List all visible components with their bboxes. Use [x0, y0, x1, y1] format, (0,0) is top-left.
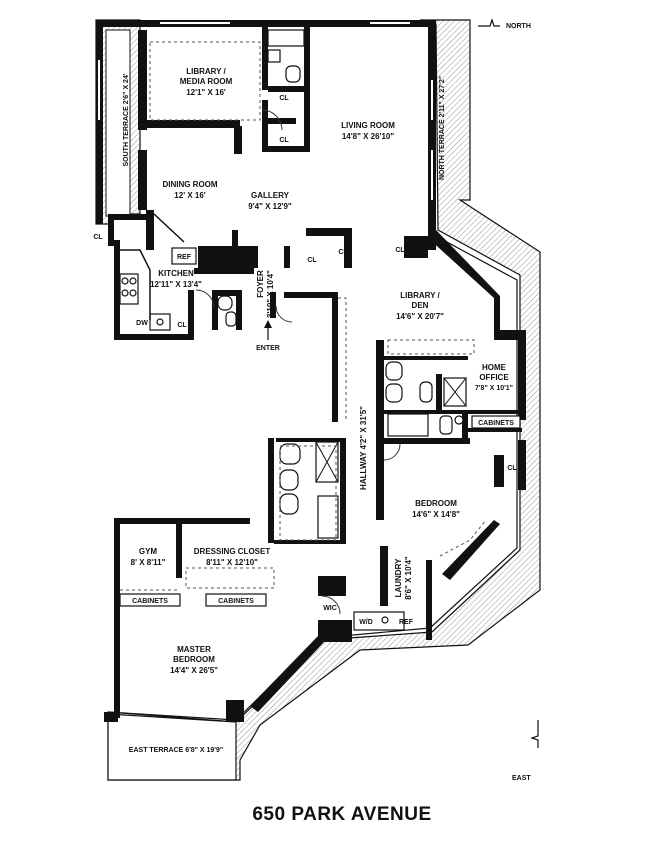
interior-walls — [146, 24, 522, 444]
library-media-dims: 12'1" X 16' — [186, 88, 226, 97]
library-den-label-2: DEN — [412, 301, 429, 310]
cl-label: CL — [231, 257, 241, 264]
gallery-dims: 9'4" X 12'9" — [248, 202, 292, 211]
south-terrace — [95, 19, 141, 225]
laundry-label: LAUNDRY — [394, 558, 403, 597]
east-label: EAST — [512, 775, 531, 782]
library-media-label: LIBRARY / — [186, 67, 226, 76]
dining-room-dims: 12' X 16' — [174, 191, 205, 200]
foyer-label: FOYER — [256, 270, 265, 298]
dw-label: DW — [136, 320, 148, 327]
dressing-closet-label: DRESSING CLOSET — [194, 547, 271, 556]
enter-label: ENTER — [256, 345, 280, 352]
bedroom-dims: 14'6" X 14'8" — [412, 510, 460, 519]
cabinets-label: CABINETS — [478, 420, 514, 427]
library-den-dims: 14'6" X 20'7" — [396, 312, 444, 321]
master-bedroom-label-2: BEDROOM — [173, 655, 215, 664]
kitchen-dims: 12'11" X 13'4" — [150, 280, 202, 289]
library-den-label: LIBRARY / — [400, 291, 440, 300]
gym-dims: 8' X 8'11" — [131, 558, 166, 567]
south-terrace-label: SOUTH TERRACE 2'6" X 24' — [123, 73, 130, 166]
cl-label: CL — [93, 234, 103, 241]
dressing-closet-dims: 8'11" X 12'10" — [206, 558, 258, 567]
home-office-label: HOME — [482, 363, 507, 372]
master-bedroom-label: MASTER — [177, 645, 211, 654]
cl-label: CL — [177, 322, 187, 329]
cabinets-label: CABINETS — [218, 598, 254, 605]
dining-room-label: DINING ROOM — [162, 180, 217, 189]
library-media-label-2: MEDIA ROOM — [180, 77, 233, 86]
wd-label: W/D — [359, 619, 373, 626]
address-title: 650 PARK AVENUE — [252, 804, 431, 825]
bedroom-label: BEDROOM — [415, 499, 457, 508]
living-room-dims: 14'8" X 26'10" — [342, 132, 395, 141]
north-label: NORTH — [506, 23, 531, 30]
cl-label: CL — [279, 95, 289, 102]
ref-label: REF — [177, 254, 192, 261]
compass-north: NORTH — [478, 18, 531, 30]
cl-label: CL — [307, 257, 317, 264]
living-room-label: LIVING ROOM — [341, 121, 395, 130]
east-terrace — [107, 713, 237, 781]
gallery-label: GALLERY — [251, 191, 290, 200]
east-terrace-label: EAST TERRACE 6'8" X 19'9" — [129, 747, 223, 754]
laundry-dims: 8'6" X 10'4" — [404, 556, 413, 600]
north-terrace-label: NORTH TERRACE 2'11" X 27'2" — [439, 76, 446, 180]
home-office-dims: 7'8" X 10'1" — [475, 385, 513, 392]
entry: ENTER — [256, 320, 280, 352]
door-swings — [195, 109, 401, 615]
master-bedroom-dims: 14'4" X 26'5" — [170, 666, 218, 675]
cl-label: CL — [338, 249, 348, 256]
cl-label: CL — [279, 137, 289, 144]
wic-label: WIC — [323, 605, 337, 612]
room-labels: LIBRARY / MEDIA ROOM 12'1" X 16' LIVING … — [123, 67, 513, 754]
fixture-labels: CL CL CL CL CL CL CL CL CL REF DW W/D RE… — [93, 95, 517, 626]
hallway-label: HALLWAY 4'2" X 31'5" — [359, 406, 368, 490]
windows — [98, 22, 433, 200]
kitchen-label: KITCHEN — [158, 269, 194, 278]
fixtures — [119, 29, 521, 631]
home-office-label-2: OFFICE — [479, 373, 509, 382]
compass-east: EAST — [512, 720, 539, 782]
cl-label: CL — [507, 465, 517, 472]
gym-label: GYM — [139, 547, 158, 556]
ref-label-laundry: REF — [399, 619, 414, 626]
cl-label: CL — [395, 247, 405, 254]
cabinets-label: CABINETS — [132, 598, 168, 605]
exterior-walls — [96, 20, 526, 722]
foyer-dims: 3'10" X 10'4" — [266, 270, 275, 318]
